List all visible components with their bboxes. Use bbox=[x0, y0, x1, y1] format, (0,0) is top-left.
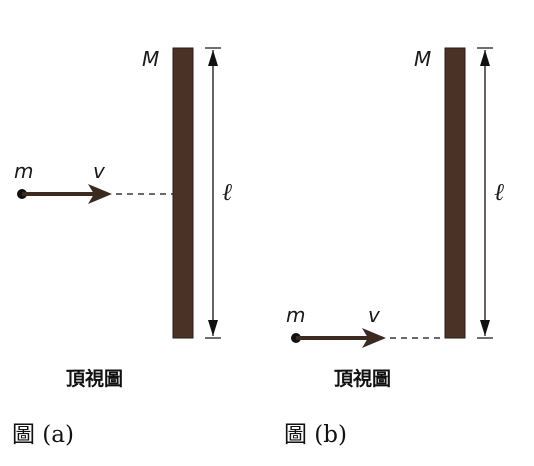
rod-mass-label-a: M bbox=[142, 47, 159, 71]
panel-b: M ℓ m v 頂視圖 圖 (b) bbox=[284, 47, 504, 448]
length-dimension-a bbox=[205, 47, 221, 339]
dim-arrow-bottom-b bbox=[480, 320, 490, 336]
dim-arrow-bottom-a bbox=[208, 320, 218, 336]
rod-a bbox=[172, 47, 194, 339]
length-label-b: ℓ bbox=[494, 178, 504, 206]
panel-a: M ℓ m v 頂視圖 圖 (a) bbox=[12, 47, 232, 448]
velocity-arrowhead-a bbox=[88, 184, 112, 204]
rod-b bbox=[444, 47, 466, 339]
dim-arrow-top-a bbox=[208, 50, 218, 66]
length-dimension-b bbox=[477, 47, 493, 339]
length-label-a: ℓ bbox=[222, 178, 232, 206]
rod-mass-label-b: M bbox=[414, 47, 431, 71]
velocity-label-a: v bbox=[93, 159, 106, 183]
figure-caption-b: 圖 (b) bbox=[284, 422, 347, 448]
dim-arrow-top-b bbox=[480, 50, 490, 66]
view-caption-b: 頂視圖 bbox=[334, 367, 391, 390]
figure-caption-a: 圖 (a) bbox=[12, 422, 74, 448]
mass-label-b: m bbox=[286, 303, 305, 327]
view-caption-a: 頂視圖 bbox=[66, 367, 123, 390]
velocity-label-b: v bbox=[368, 303, 381, 327]
velocity-arrowhead-b bbox=[362, 328, 386, 348]
mass-label-a: m bbox=[14, 159, 33, 183]
